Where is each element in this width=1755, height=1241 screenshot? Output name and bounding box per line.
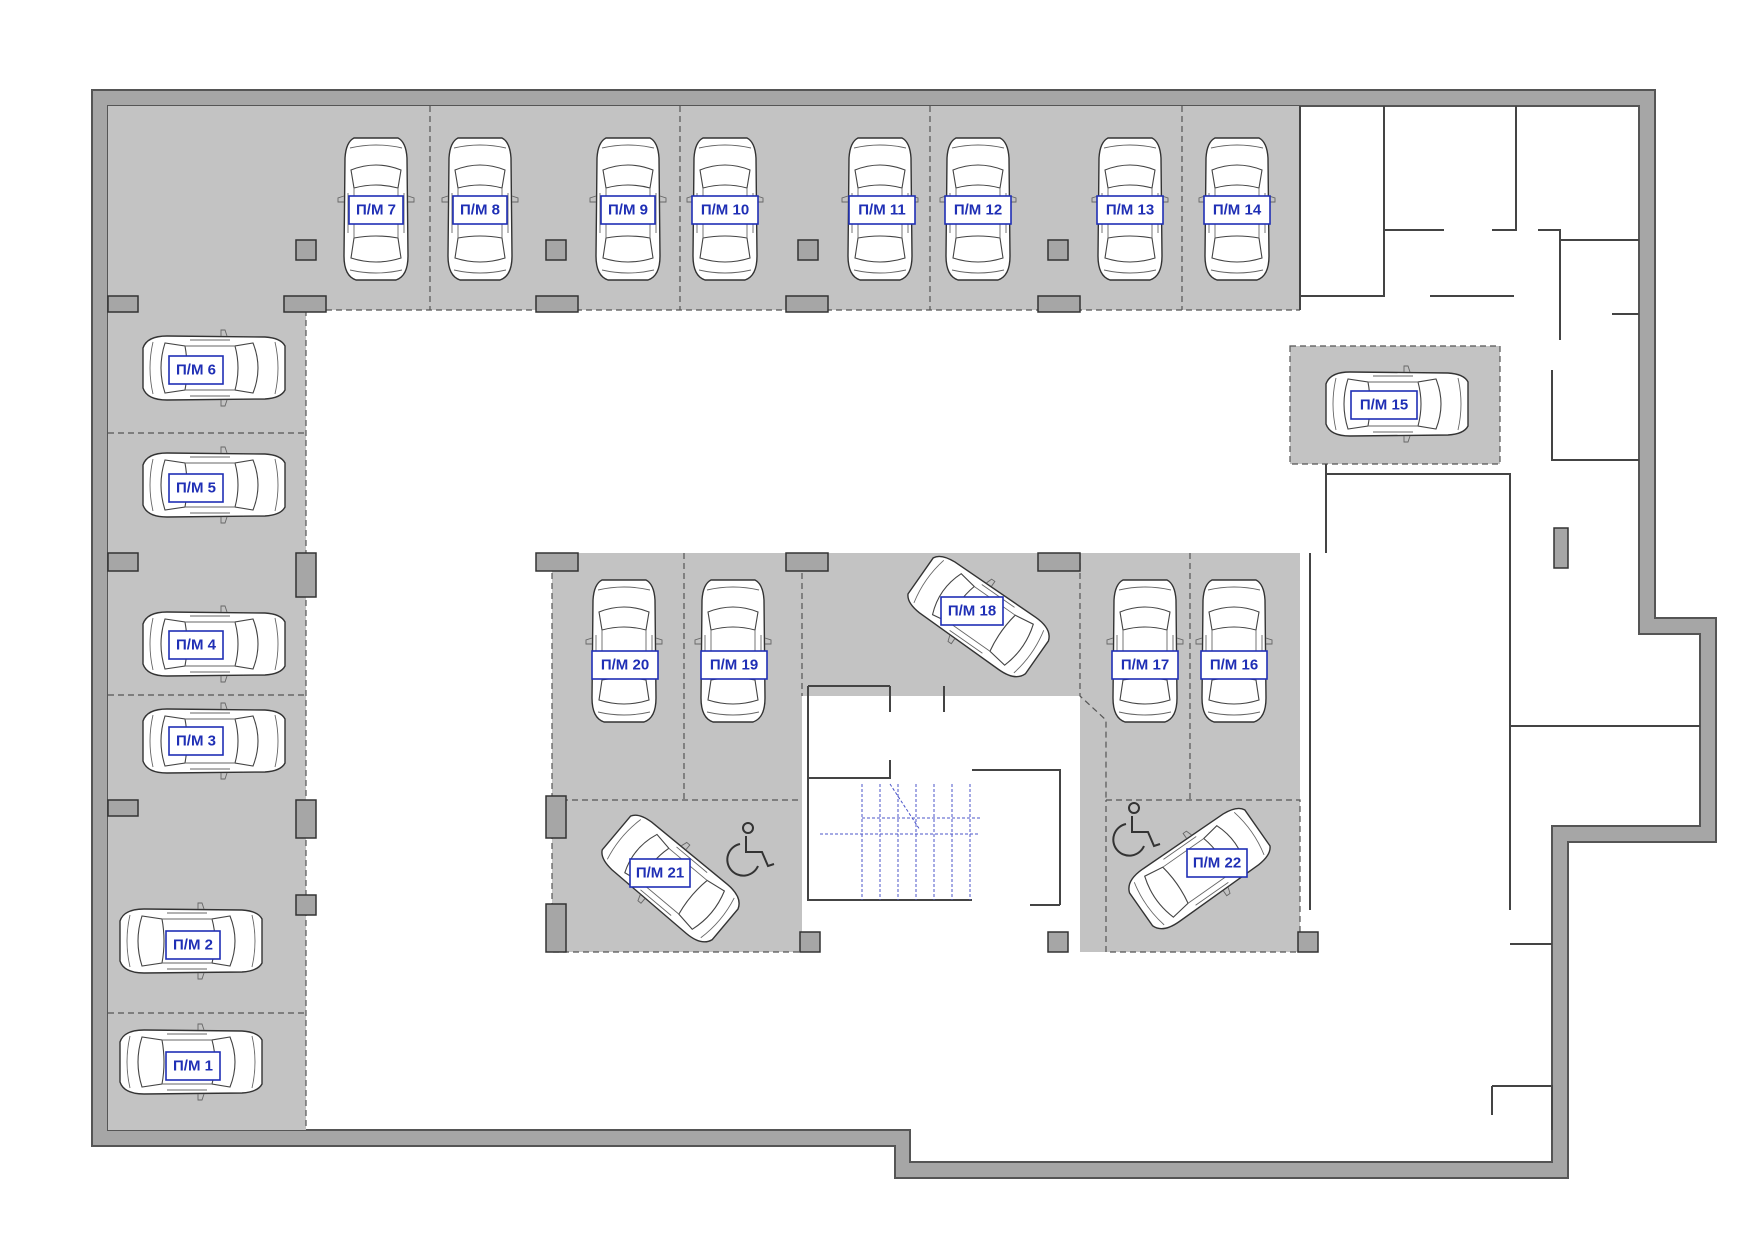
parking-label-text: П/М 11 (858, 202, 905, 219)
columns (107, 239, 1569, 953)
parking-label-pm14[interactable]: П/М 14 (1203, 195, 1271, 225)
parking-label-pm1[interactable]: П/М 1 (165, 1051, 221, 1081)
parking-label-pm12[interactable]: П/М 12 (944, 195, 1012, 225)
parking-label-pm3[interactable]: П/М 3 (168, 726, 224, 756)
parking-label-pm6[interactable]: П/М 6 (168, 355, 224, 385)
parking-label-text: П/М 1 (173, 1058, 213, 1075)
parking-label-pm15[interactable]: П/М 15 (1350, 390, 1418, 420)
parking-label-text: П/М 18 (948, 603, 996, 620)
bay-outlines (108, 106, 1501, 1130)
parking-label-pm11[interactable]: П/М 11 (848, 195, 916, 225)
parking-label-text: П/М 14 (1213, 202, 1262, 219)
parking-label-pm2[interactable]: П/М 2 (165, 930, 221, 960)
parking-label-text: П/М 12 (954, 202, 1002, 219)
parking-label-text: П/М 2 (173, 937, 213, 954)
parking-label-text: П/М 22 (1193, 855, 1241, 872)
outer-wall (91, 89, 1717, 1179)
parking-label-pm9[interactable]: П/М 9 (600, 195, 656, 225)
parking-label-text: П/М 17 (1121, 657, 1169, 674)
parking-label-pm17[interactable]: П/М 17 (1111, 650, 1179, 680)
parking-label-pm16[interactable]: П/М 16 (1200, 650, 1268, 680)
parking-label-pm18[interactable]: П/М 18 (940, 596, 1004, 626)
service-rooms (1299, 106, 1700, 1130)
parking-label-text: П/М 3 (176, 733, 216, 750)
parking-label-text: П/М 7 (356, 202, 396, 219)
parking-label-pm21[interactable]: П/М 21 (629, 858, 691, 888)
parking-labels: П/М 1 П/М 2 П/М 3 П/М 4 П/М 5 П/М 6 П/М … (165, 195, 1418, 1081)
parking-label-pm8[interactable]: П/М 8 (452, 195, 508, 225)
stair-core (807, 685, 1061, 906)
parking-label-pm19[interactable]: П/М 19 (700, 650, 768, 680)
parking-label-text: П/М 10 (701, 202, 749, 219)
parking-label-text: П/М 5 (176, 480, 216, 497)
parking-label-text: П/М 6 (176, 362, 216, 379)
parking-label-text: П/М 13 (1106, 202, 1154, 219)
parking-label-pm20[interactable]: П/М 20 (591, 650, 659, 680)
parking-label-pm5[interactable]: П/М 5 (168, 473, 224, 503)
parking-label-pm22[interactable]: П/М 22 (1186, 848, 1248, 878)
parking-label-pm10[interactable]: П/М 10 (691, 195, 759, 225)
parking-label-pm13[interactable]: П/М 13 (1096, 195, 1164, 225)
parking-label-text: П/М 21 (636, 865, 684, 882)
parking-label-text: П/М 8 (460, 202, 500, 219)
parking-label-pm4[interactable]: П/М 4 (168, 630, 224, 660)
parking-label-text: П/М 16 (1210, 657, 1258, 674)
parking-label-text: П/М 4 (176, 637, 217, 654)
parking-label-text: П/М 9 (608, 202, 648, 219)
parking-label-pm7[interactable]: П/М 7 (348, 195, 404, 225)
parking-label-text: П/М 20 (601, 657, 649, 674)
parking-label-text: П/М 15 (1360, 397, 1408, 414)
parking-label-text: П/М 19 (710, 657, 758, 674)
